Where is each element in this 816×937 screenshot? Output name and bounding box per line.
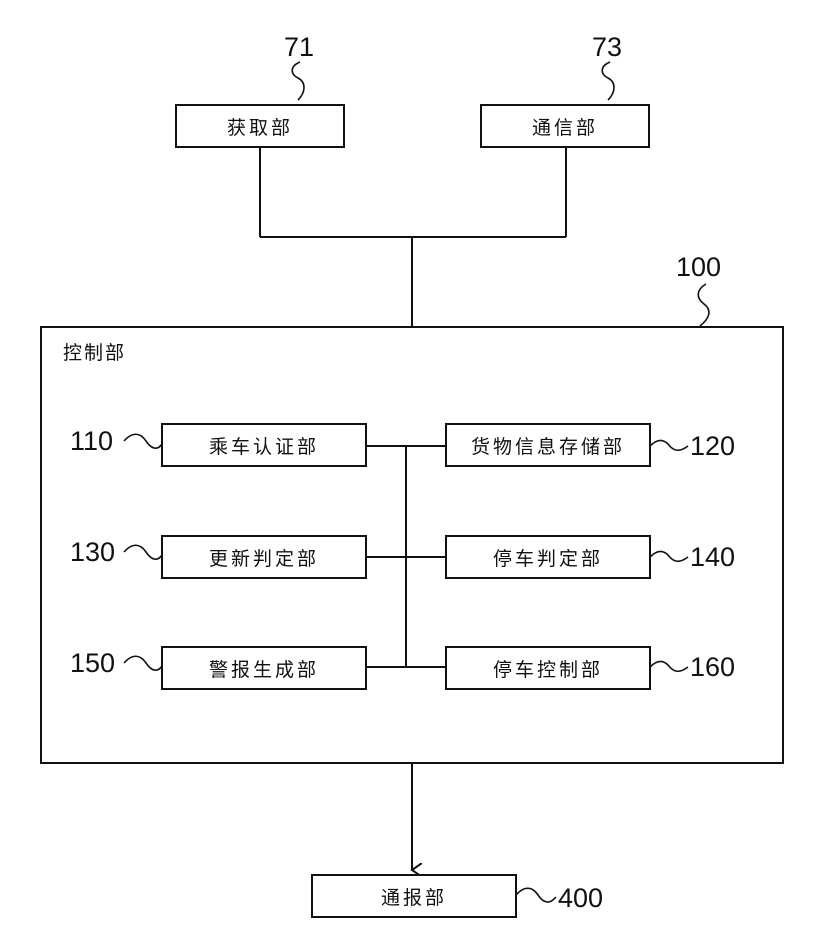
communication-unit: 通信部 xyxy=(480,104,650,148)
ref-150: 150 xyxy=(70,650,115,677)
boarding-auth-unit: 乘车认证部 xyxy=(161,423,367,467)
leader-400 xyxy=(516,888,556,902)
ref-140: 140 xyxy=(690,544,735,571)
ref-130: 130 xyxy=(70,539,115,566)
update-judge-unit: 更新判定部 xyxy=(161,535,367,579)
leader-71 xyxy=(292,62,304,100)
control-unit xyxy=(40,326,784,764)
alarm-gen-label: 警报生成部 xyxy=(209,655,319,682)
stop-judge-label: 停车判定部 xyxy=(493,544,603,571)
cargo-storage-label: 货物信息存储部 xyxy=(471,432,625,459)
ref-73: 73 xyxy=(592,34,622,61)
boarding-auth-label: 乘车认证部 xyxy=(209,432,319,459)
acquisition-unit: 获取部 xyxy=(175,104,345,148)
update-judge-label: 更新判定部 xyxy=(209,544,319,571)
cargo-storage-unit: 货物信息存储部 xyxy=(445,423,651,467)
stop-control-unit: 停车控制部 xyxy=(445,646,651,690)
leader-100 xyxy=(698,284,709,326)
ref-160: 160 xyxy=(690,654,735,681)
leader-73 xyxy=(602,62,614,100)
ref-100: 100 xyxy=(676,254,721,281)
notification-unit: 通报部 xyxy=(311,874,517,918)
ref-110: 110 xyxy=(70,428,113,455)
ref-400: 400 xyxy=(558,885,603,912)
ref-120: 120 xyxy=(690,433,735,460)
control-unit-label: 控制部 xyxy=(63,338,126,365)
stop-judge-unit: 停车判定部 xyxy=(445,535,651,579)
notification-unit-label: 通报部 xyxy=(381,883,447,910)
ref-71: 71 xyxy=(284,34,314,61)
alarm-gen-unit: 警报生成部 xyxy=(161,646,367,690)
stop-control-label: 停车控制部 xyxy=(493,655,603,682)
communication-unit-label: 通信部 xyxy=(532,113,598,140)
acquisition-unit-label: 获取部 xyxy=(227,113,293,140)
